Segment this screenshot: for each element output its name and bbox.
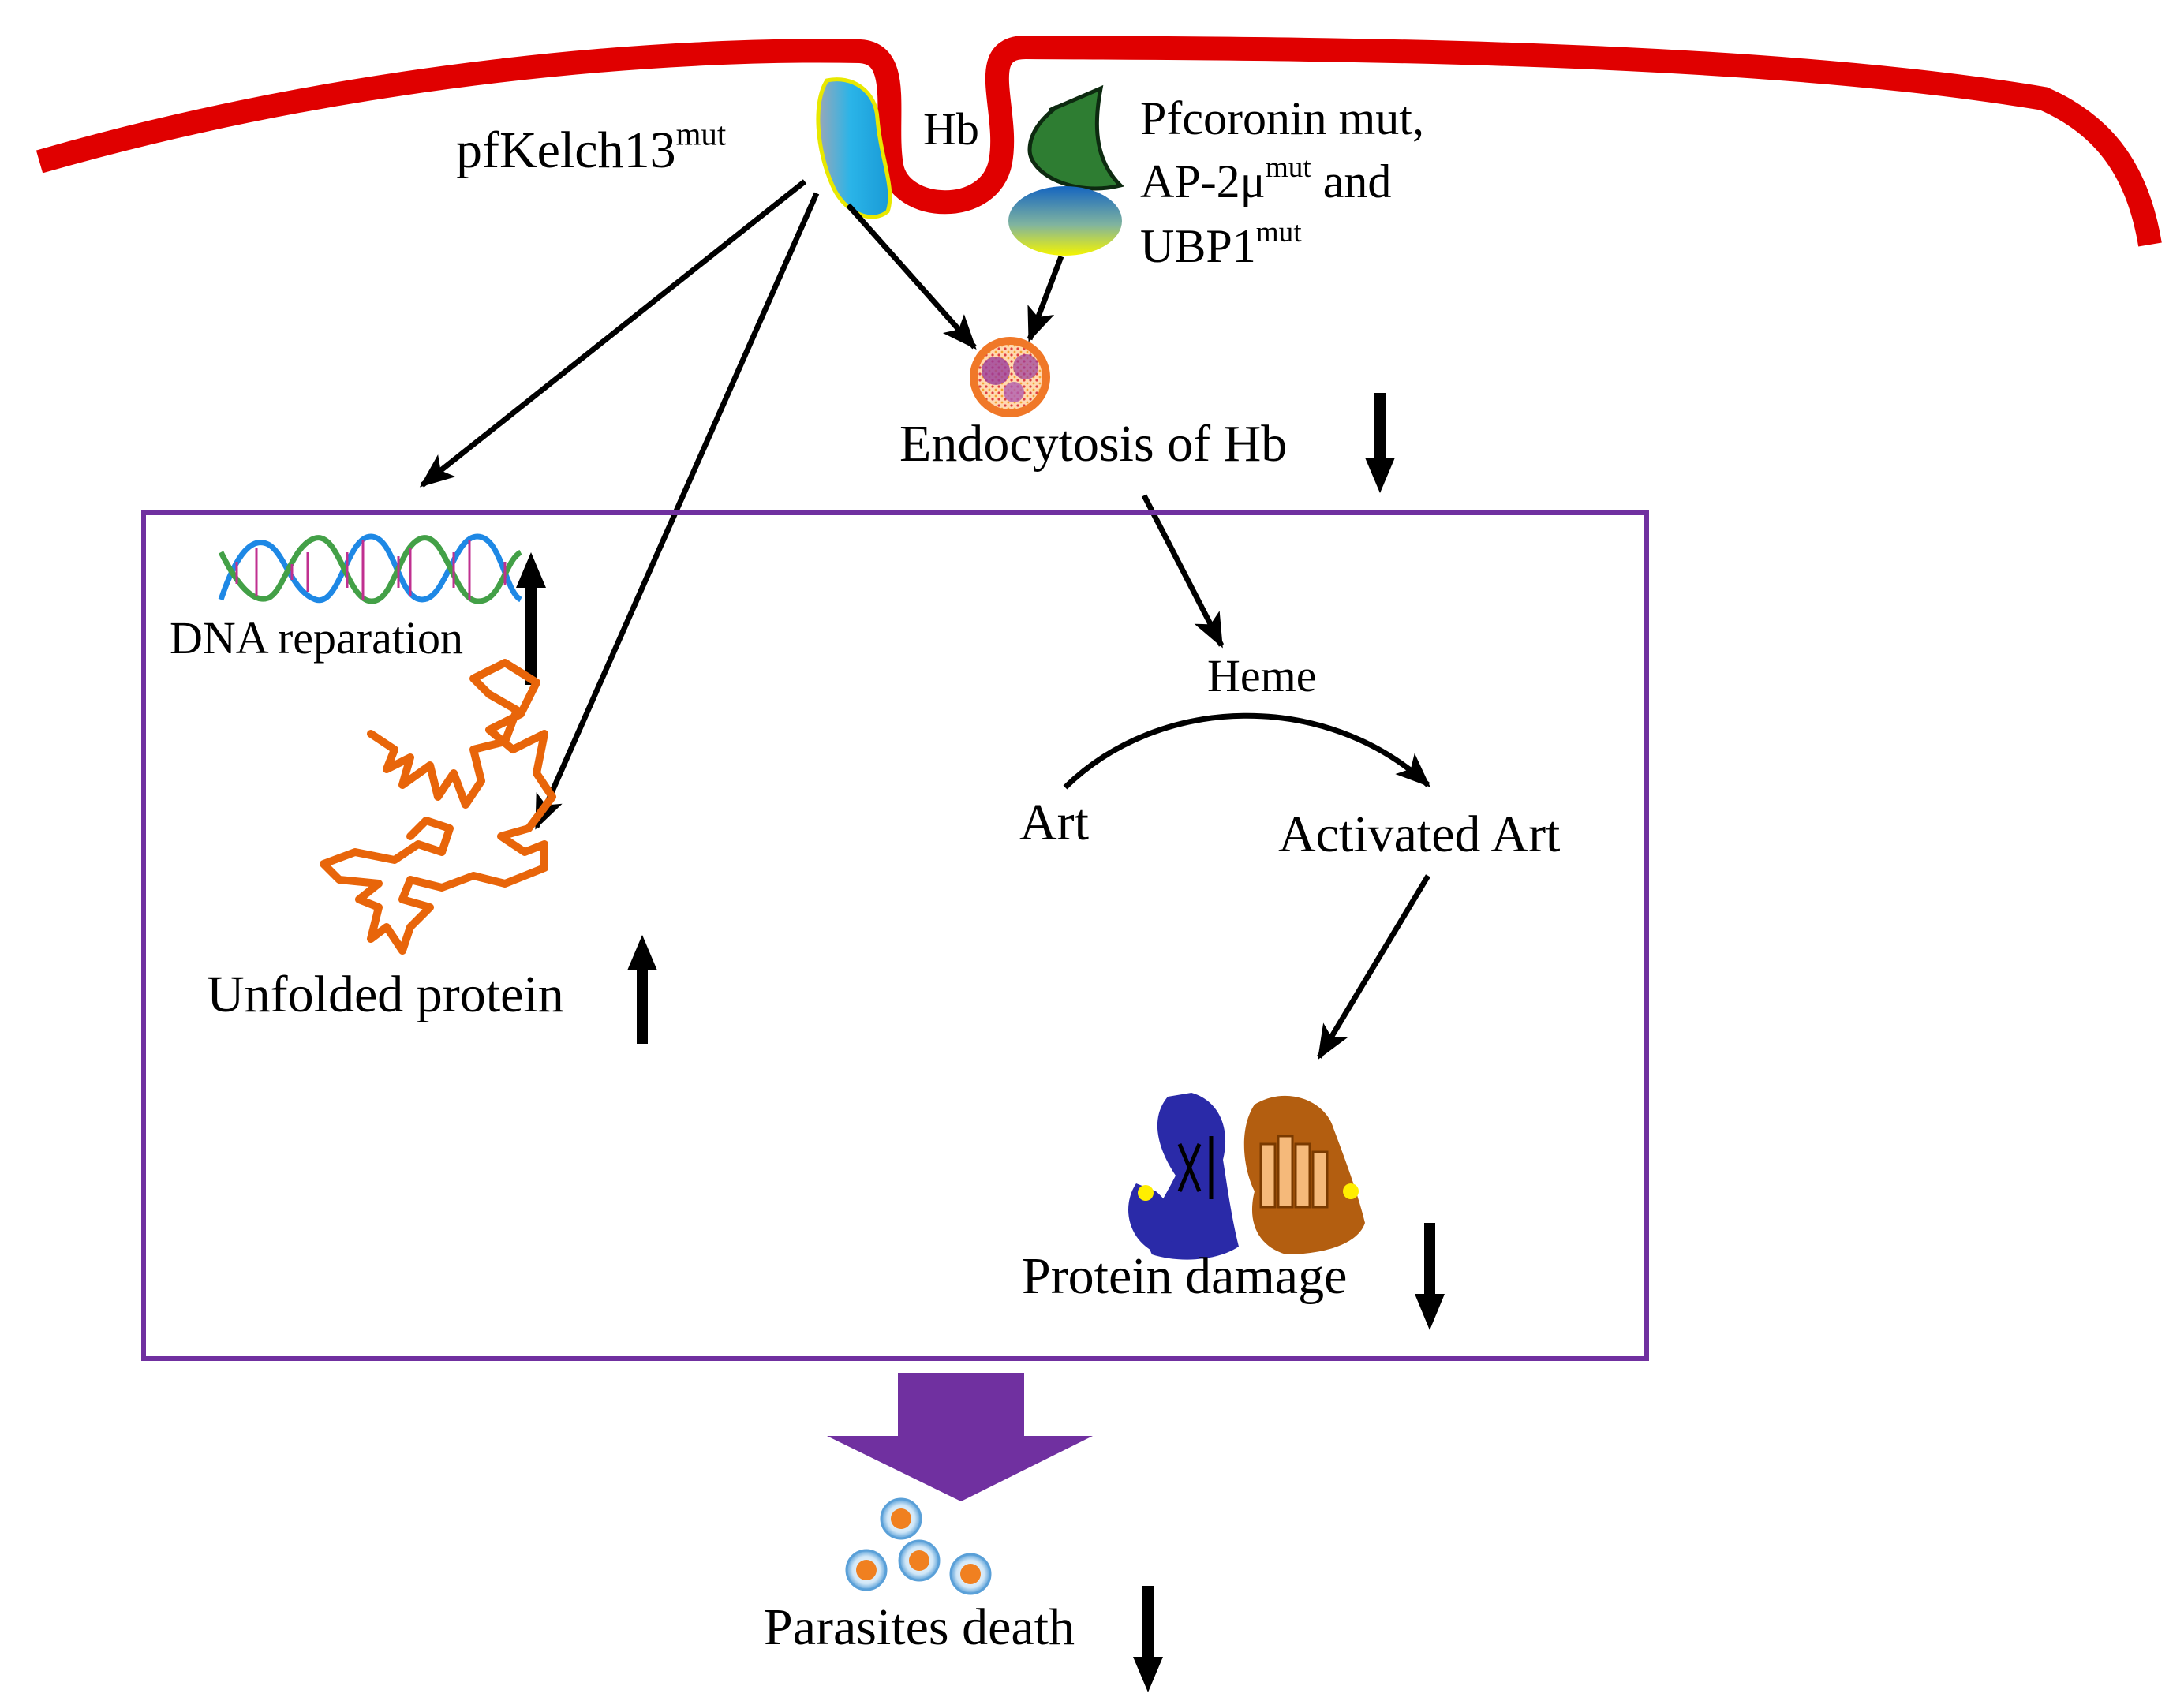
parasite-icon	[845, 1549, 888, 1591]
ubp1-label: UBP1mut	[1140, 218, 1302, 272]
ubp1-label-sup: mut	[1255, 215, 1302, 249]
ap2-ubp1-protein-shape	[1008, 186, 1122, 256]
ap2-label-tail: and	[1311, 155, 1392, 207]
arrow-activated-to-damage	[1316, 874, 1431, 1060]
kelch13-protein-shape	[816, 77, 892, 219]
dna-reparation-label: DNA reparation	[170, 612, 464, 664]
ap2-label-sup: mut	[1265, 151, 1311, 184]
down-arrow-icon	[1133, 1586, 1163, 1692]
arrow-endocytosis-to-heme	[1141, 494, 1225, 649]
damaged-protein-icon	[1128, 1093, 1365, 1260]
parasite-icon	[949, 1553, 992, 1595]
arrow-kelch-to-vesicle	[846, 203, 977, 350]
cell-membrane	[36, 35, 2162, 247]
arrow-ap2-to-vesicle	[1027, 255, 1064, 342]
pfcoronin-protein-shape	[1027, 84, 1124, 191]
heme-label: Heme	[1207, 650, 1317, 701]
kelch13-label: pfKelch13mut	[456, 118, 726, 179]
parasites-death-label: Parasites death	[764, 1598, 1075, 1656]
kelch13-label-main: pfKelch13	[456, 122, 676, 179]
parasite-icon	[898, 1539, 941, 1582]
down-arrow-icon	[1415, 1223, 1445, 1330]
ap2-label-main: AP-2μ	[1140, 155, 1266, 207]
protein-damage-label: Protein damage	[1022, 1247, 1348, 1305]
up-arrow-icon	[627, 935, 657, 1044]
dna-helix-icon	[218, 533, 523, 604]
arrow-art-to-activated	[1063, 712, 1430, 790]
art-label: Art	[1019, 794, 1089, 851]
unfolded-protein-label: Unfolded protein	[207, 966, 564, 1023]
unfolded-protein-icon	[320, 659, 556, 955]
arrow-kelch-to-unfolded	[533, 192, 820, 830]
parasite-icon	[880, 1497, 922, 1540]
hb-label: Hb	[923, 103, 979, 155]
activated-art-label: Activated Art	[1278, 806, 1561, 863]
hb-vesicle-icon	[970, 337, 1050, 417]
down-arrow-icon	[1365, 393, 1395, 493]
ap2-label: AP-2μmut and	[1140, 153, 1392, 207]
big-down-arrow-icon	[827, 1373, 1093, 1501]
kelch13-label-sup: mut	[675, 116, 727, 152]
arrow-kelch-to-dna	[419, 179, 807, 488]
coronin-label: Pfcoronin mut,	[1140, 92, 1424, 144]
ubp1-label-main: UBP1	[1140, 220, 1256, 272]
endocytosis-label: Endocytosis of Hb	[899, 415, 1288, 473]
up-arrow-icon	[516, 552, 546, 685]
cellular-response-box	[141, 510, 1649, 1361]
